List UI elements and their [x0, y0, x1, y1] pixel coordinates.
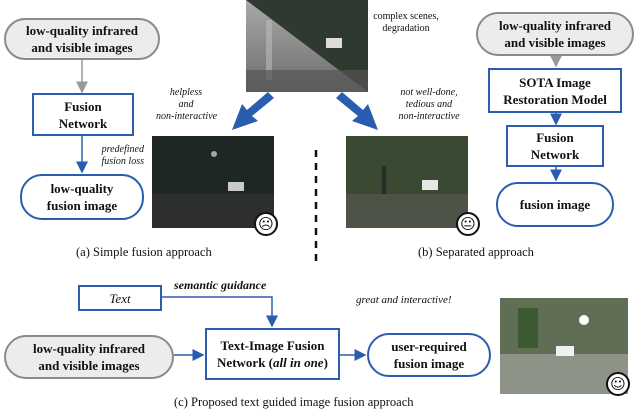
degraded-scene-image — [246, 0, 368, 92]
b-comment: not well-done, tedious and non-interacti… — [398, 87, 460, 122]
a-loss-label: predefined fusion loss — [101, 144, 144, 167]
b-caption: (b) Separated approach — [418, 245, 534, 259]
c-guidance-label: semantic guidance — [174, 278, 267, 292]
b-input-images: low-quality infrared and visible images — [476, 12, 634, 56]
a-comment: helpless and non-interactive — [156, 87, 218, 122]
b-result-image — [346, 136, 468, 228]
b-neutral-face-icon: 😐 — [456, 212, 480, 236]
scene-caption: complex scenes, degradation — [373, 11, 439, 34]
c-caption: (c) Proposed text guided image fusion ap… — [174, 395, 414, 409]
a-fusion-network: Fusion Network — [32, 93, 134, 136]
arrow-c-text-to-network — [162, 296, 278, 328]
b-output-image: fusion image — [496, 182, 614, 227]
b-restoration-model: SOTA Image Restoration Model — [488, 68, 622, 113]
a-output-image: low-quality fusion image — [20, 174, 144, 220]
a-input-images: low-quality infrared and visible images — [4, 18, 160, 60]
big-arrow-right — [336, 92, 378, 130]
big-arrow-left — [232, 92, 274, 130]
c-happy-face-icon: ☺ — [606, 372, 630, 396]
c-text-input: Text — [78, 285, 162, 311]
c-output-image: user-required fusion image — [367, 333, 491, 377]
c-text-image-fusion-network: Text-Image Fusion Network (all in one) — [205, 328, 340, 380]
a-sad-face-icon: ☹ — [254, 212, 278, 236]
b-fusion-network: Fusion Network — [506, 125, 604, 167]
a-caption: (a) Simple fusion approach — [76, 245, 212, 259]
c-comment: great and interactive! — [356, 294, 452, 306]
a-result-image — [152, 136, 274, 228]
scene-illustration — [246, 0, 368, 92]
c-input-images: low-quality infrared and visible images — [4, 335, 174, 379]
